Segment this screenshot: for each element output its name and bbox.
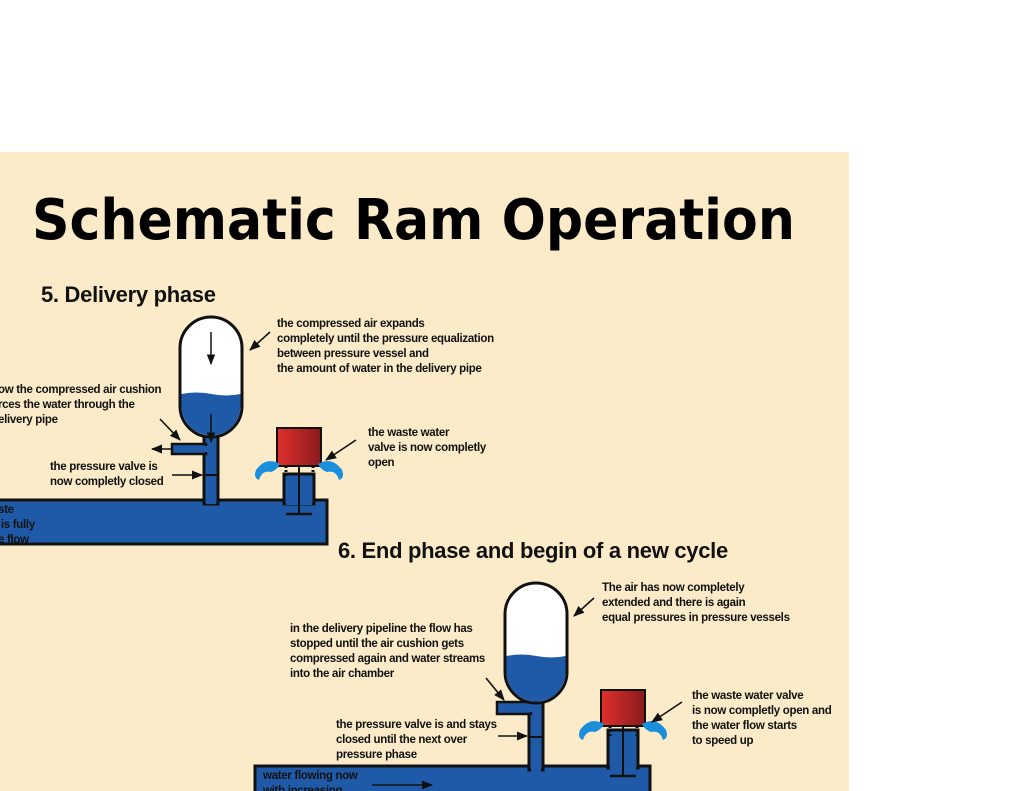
phase6-pressure-vessel xyxy=(503,581,569,705)
arrow-air-expands xyxy=(249,331,271,351)
note-pressure-valve-stays: the pressure valve is and stays closed u… xyxy=(336,719,497,761)
slide-title: Schematic Ram Operation xyxy=(32,188,795,253)
phase5-diagram xyxy=(0,315,357,546)
arrow-air-cushion xyxy=(159,418,181,441)
phase5-heading: 5. Delivery phase xyxy=(41,282,216,307)
arrow-waste-valve xyxy=(651,701,683,723)
ram-pump-diagram xyxy=(0,315,683,791)
arrow-air-extended xyxy=(573,597,595,617)
note-delivery-stopped: in the delivery pipeline the flow has st… xyxy=(290,623,485,680)
phase6-diagram xyxy=(253,581,683,791)
note-air-expands: the compressed air expands completely un… xyxy=(277,318,494,375)
note-waste-valve-speed: the waste water valve is now completly o… xyxy=(692,690,832,747)
phase6-heading: 6. End phase and begin of a new cycle xyxy=(338,538,728,563)
arrow-delivery-stopped xyxy=(485,677,505,701)
note-pressure-valve-closed: the pressure valve is now completly clos… xyxy=(50,461,164,488)
note-water-flowing: water flowing now with increasing xyxy=(263,770,358,791)
water-spray-right xyxy=(318,461,343,480)
slide: Schematic Ram Operation 5. Delivery phas… xyxy=(0,152,849,791)
phase6-drive-pipe xyxy=(253,764,652,791)
phase5-waste-valve xyxy=(255,427,343,516)
note-waste-valve-open: the waste water valve is now completly o… xyxy=(368,427,487,469)
note-left-cut: ste is fully e flow xyxy=(0,504,35,546)
phase5-drive-pipe xyxy=(0,498,329,546)
water-spray-left xyxy=(579,721,604,740)
phase6-waste-valve xyxy=(579,689,667,778)
water-spray-left xyxy=(255,461,280,480)
water-spray-right xyxy=(642,721,667,740)
phase5-pressure-vessel xyxy=(178,315,244,444)
arrow-waste-valve xyxy=(325,439,357,461)
note-air-cushion: ow the compressed air cushion rces the w… xyxy=(0,384,162,426)
note-air-extended: The air has now completely extended and … xyxy=(602,582,790,624)
